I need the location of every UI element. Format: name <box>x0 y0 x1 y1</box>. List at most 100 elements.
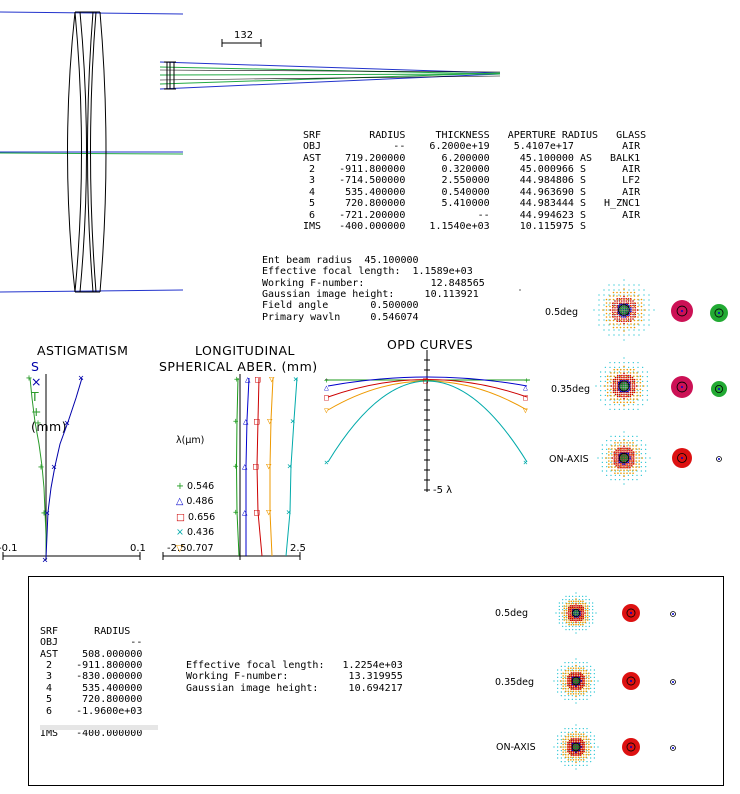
svg-text:×: × <box>42 555 48 566</box>
svg-text:×: × <box>290 417 295 427</box>
spot-bottom-cloud-1 <box>553 658 599 704</box>
spot-bottom-mid-0 <box>622 604 640 622</box>
spot-bottom-mid-2 <box>622 738 640 756</box>
box2-ims-underline <box>40 725 158 730</box>
opd-title: OPD CURVES <box>378 322 473 352</box>
opd-scale-label: -5 λ <box>433 485 452 496</box>
surface-table-header: SRF RADIUS THICKNESS APERTURE RADIUS GLA… <box>303 129 647 141</box>
spot-bottom-cloud-2 <box>553 724 599 770</box>
spec-row: Effective focal length: 1.1589e+03 <box>262 266 473 278</box>
longsph-title-line2-wrap: SPHERICAL ABER. (mm) <box>150 344 318 374</box>
svg-text:×: × <box>293 375 298 385</box>
spot-top-label-1: 0.35deg <box>551 384 591 395</box>
image-ray-bundle <box>159 61 501 90</box>
svg-text:▽: ▽ <box>266 508 272 518</box>
astig-s-curve <box>45 377 83 559</box>
spot-bottom-small-1 <box>668 677 678 687</box>
box2-spec-row: Gaussian image height: 10.694217 <box>186 682 403 694</box>
lens-elements <box>67 11 107 293</box>
legend-label: 0.656 <box>188 511 216 523</box>
svg-text:△: △ <box>242 462 248 472</box>
spec-row: Ent beam radius 45.100000 <box>262 254 419 266</box>
svg-text:△: △ <box>324 383 329 392</box>
box2-table-row: 3 -830.000000 <box>40 671 143 683</box>
svg-text:△: △ <box>523 383 528 392</box>
astig-markers: + + + + × × × × × <box>26 373 84 566</box>
box2-spec-row: Effective focal length: 1.2254e+03 <box>186 659 403 671</box>
spot-top-mid-0 <box>671 300 693 322</box>
legend-marker: × <box>176 527 187 539</box>
legend-marker: △ <box>176 496 187 508</box>
svg-text:+: + <box>233 462 239 472</box>
spot-top-cloud-0 <box>593 279 655 341</box>
astigmatism-title: ASTIGMATISM <box>28 328 128 358</box>
svg-text:□: □ <box>254 417 260 427</box>
longsph-legend-title: λ(μm) <box>176 434 205 446</box>
spot-bottom-small-2 <box>668 743 678 753</box>
svg-text:□: □ <box>423 376 428 385</box>
astig-xmax: 0.1 <box>130 543 146 554</box>
svg-text:▽: ▽ <box>523 406 528 415</box>
legend-entry: △ 0.486 <box>176 494 215 509</box>
legend-entry: ▽ 0.707 <box>176 541 215 556</box>
surface-table-row: 2 -911.800000 0.320000 45.000966 S AIR <box>303 164 641 176</box>
legend-marker: □ <box>176 511 188 523</box>
box2-table-row: AST 508.000000 <box>40 648 143 660</box>
legend-entry: × 0.436 <box>176 525 215 540</box>
longsph-title-line2: SPHERICAL ABER. (mm) <box>158 359 318 374</box>
legend-label: 0.436 <box>186 527 215 539</box>
svg-text:+: + <box>324 376 329 385</box>
spot-top-label-2: ON-AXIS <box>549 454 589 465</box>
box2-table-row: IMS -400.000000 <box>40 728 143 740</box>
surface-table-row: AST 719.200000 6.200000 45.100000 AS BAL… <box>303 152 641 164</box>
svg-text:+: + <box>233 417 239 427</box>
legend-entry: □ 0.656 <box>176 510 215 525</box>
spec-row: Primary wavln 0.546074 <box>262 311 419 323</box>
astig-t-marker: + <box>30 404 42 419</box>
opd-title-text: OPD CURVES <box>386 337 474 352</box>
spot-bottom-label-1: 0.35deg <box>495 677 535 688</box>
svg-text:△: △ <box>243 417 249 427</box>
spot-diagrams-top <box>593 279 728 485</box>
svg-text:×: × <box>286 508 291 518</box>
longsph-xmin: -2.5 <box>167 543 187 554</box>
image-surface-stack <box>164 61 176 90</box>
spot-bottom-mid-1 <box>622 672 640 690</box>
astig-t-curve <box>29 377 47 558</box>
longsph-legend: λ(μm) + 0.546△ 0.486□ 0.656× 0.436▽ 0.70… <box>176 402 215 571</box>
surface-table-row: 5 720.800000 5.410000 44.983444 S H_ZNC1 <box>303 198 641 210</box>
surface-table-row: 4 535.400000 0.540000 44.963690 S AIR <box>303 186 641 198</box>
scale-bar <box>221 39 262 47</box>
svg-text:△: △ <box>245 375 251 385</box>
spot-bottom-cloud-0 <box>555 592 597 634</box>
astig-s-marker: × <box>30 374 42 389</box>
svg-text:+: + <box>524 376 529 385</box>
spot-top-mid-2 <box>672 448 692 468</box>
box2-table-row: OBJ -- <box>40 637 143 649</box>
svg-text:+: + <box>38 462 44 473</box>
svg-text:+: + <box>26 373 32 384</box>
surface-table-row: IMS -400.000000 1.1540e+03 10.115975 S <box>303 221 641 233</box>
box2-table-row: 5 720.800000 <box>40 694 143 706</box>
legend-label: 0.486 <box>186 496 214 508</box>
second-design-panel <box>28 576 724 786</box>
spot-top-cloud-1 <box>595 357 648 410</box>
spot-top-label-0: 0.5deg <box>545 307 579 318</box>
astig-unit: (mm) <box>30 419 68 434</box>
svg-text:▽: ▽ <box>269 375 275 385</box>
legend-label: 0.707 <box>186 542 214 554</box>
svg-text:×: × <box>523 458 528 467</box>
svg-text:+: + <box>35 418 41 429</box>
svg-text:□: □ <box>523 393 528 402</box>
astigmatism-title-line1: ASTIGMATISM <box>36 343 129 358</box>
astig-xmin: -0.1 <box>0 543 18 554</box>
box2-table-row: 2 -911.800000 <box>40 660 143 672</box>
spot-top-small-2 <box>714 454 724 464</box>
legend-marker: + <box>176 481 187 493</box>
svg-text:+: + <box>41 508 47 519</box>
svg-text:+: + <box>233 508 239 518</box>
spec-row: Field angle 0.500000 <box>262 300 419 312</box>
